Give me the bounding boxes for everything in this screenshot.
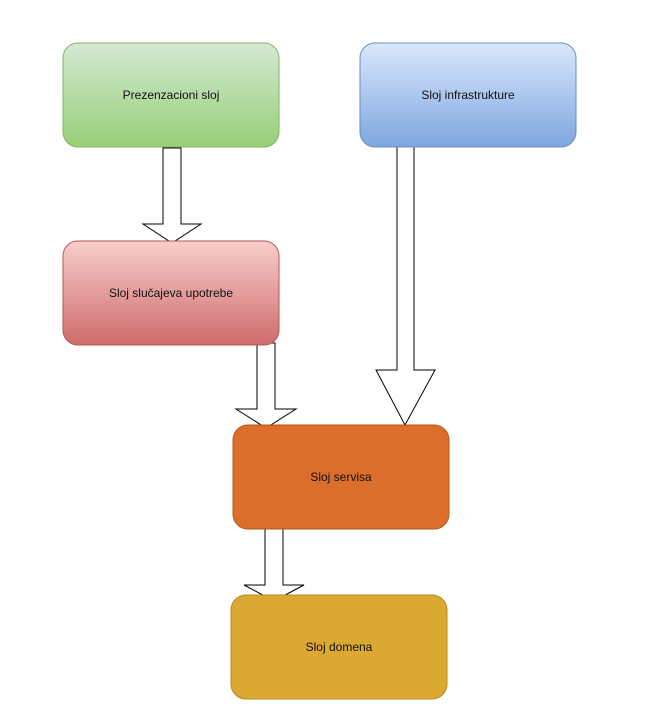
node-label: Sloj domena — [306, 640, 373, 654]
node-domen: Sloj domena — [230, 594, 448, 700]
node-label: Sloj infrastrukture — [421, 88, 515, 102]
arrows — [141, 146, 436, 602]
arrow-slucajevi-to-servisi — [234, 342, 298, 429]
node-label: Prezenzacioni sloj — [123, 88, 220, 102]
arrow-infrastruktura-to-servisi — [375, 146, 436, 427]
node-slucajevi: Sloj slučajeva upotrebe — [62, 240, 280, 346]
node-label: Sloj servisa — [310, 470, 372, 484]
arrow-prezentacija-to-slucajevi — [141, 147, 203, 244]
arrow-servisi-to-domen — [243, 528, 305, 602]
node-servisi: Sloj servisa — [232, 424, 450, 530]
node-label: Sloj slučajeva upotrebe — [109, 286, 233, 300]
node-infrastruktura: Sloj infrastrukture — [359, 42, 577, 148]
node-prezentacija: Prezenzacioni sloj — [62, 42, 280, 148]
